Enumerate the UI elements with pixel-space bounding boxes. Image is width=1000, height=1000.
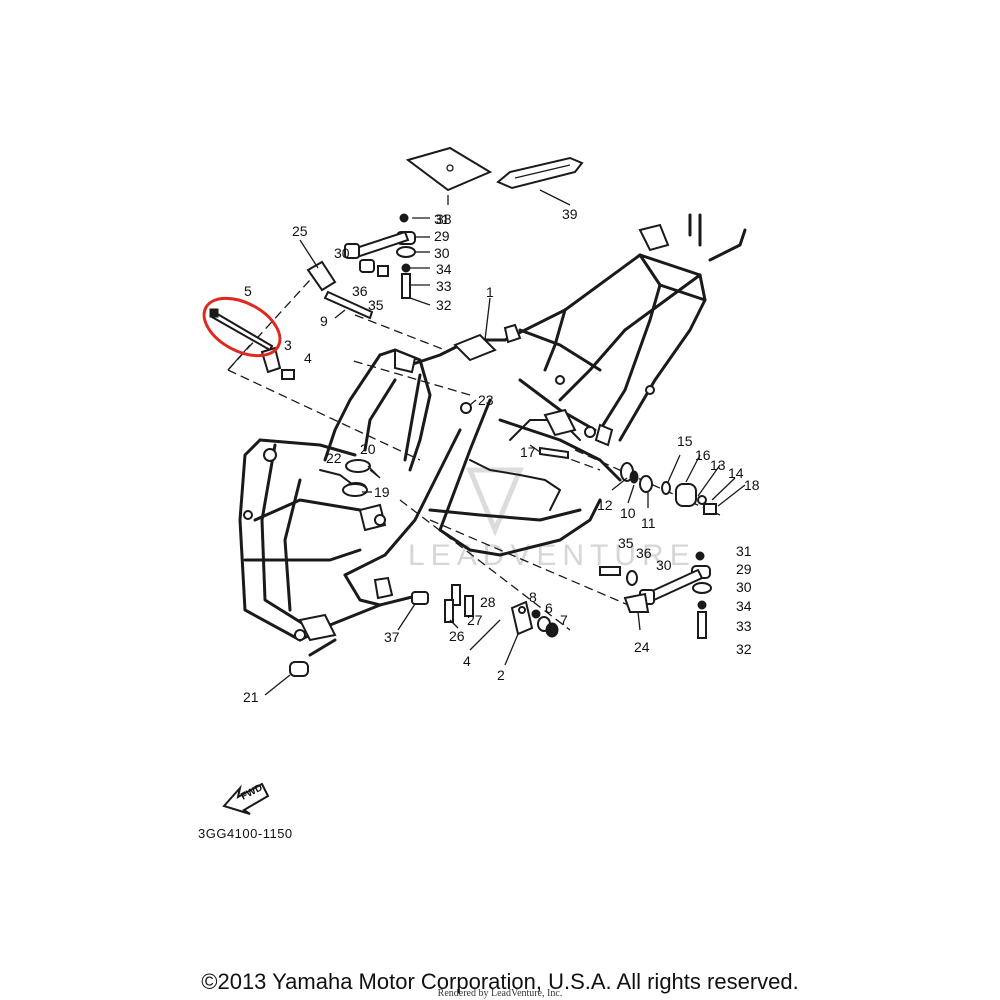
- copyright-notice: ©2013 Yamaha Motor Corporation, U.S.A. A…: [201, 969, 799, 994]
- callout-30-top: 30: [434, 245, 450, 261]
- part-21-cap: [289, 661, 309, 677]
- fwd-arrow: FWD: [222, 782, 270, 815]
- part-28-bolt: [451, 584, 461, 606]
- callout-27: 27: [467, 612, 483, 628]
- rendered-by-credit: Rendered by LeadVenture, Inc.: [437, 988, 563, 999]
- part-2-plate: [510, 600, 534, 636]
- callout-38: 38: [436, 211, 452, 227]
- part-36b-washer: [626, 570, 638, 586]
- callout-18: 18: [744, 477, 760, 493]
- callout-33-top: 33: [436, 278, 452, 294]
- part-34b-washer: [697, 600, 707, 610]
- part-26-bolt: [444, 599, 454, 623]
- callout-3: 3: [284, 337, 292, 353]
- callout-34-top: 34: [436, 261, 452, 277]
- part-38-cover: [405, 146, 493, 192]
- part-32-bolt: [401, 273, 411, 299]
- callout-20: 20: [360, 441, 376, 457]
- callout-15: 15: [677, 433, 693, 449]
- part-30b-bush: [692, 582, 712, 594]
- callout-30-lower: 30: [736, 579, 752, 595]
- part-11-nut: [639, 475, 653, 493]
- part-13-bush: [675, 483, 697, 507]
- parts: [209, 146, 717, 677]
- callout-36-top: 36: [352, 283, 368, 299]
- callout-22: 22: [326, 450, 342, 466]
- callout-10: 10: [620, 505, 636, 521]
- callout-16: 16: [695, 447, 711, 463]
- part-19-damper: [342, 483, 368, 497]
- part-15-ring: [661, 481, 671, 495]
- part-7-nut: [545, 622, 559, 638]
- leader-lines: [227, 279, 721, 631]
- callout-32-top: 32: [436, 297, 452, 313]
- part-32b-bolt: [697, 611, 707, 639]
- highlight-circle: [202, 296, 282, 358]
- callout-31-lower: 31: [736, 543, 752, 559]
- part-9-bolt: [323, 290, 374, 320]
- callout-2: 2: [497, 667, 505, 683]
- callout-36-lower: 36: [636, 545, 652, 561]
- callout-9: 9: [320, 313, 328, 329]
- callout-5: 5: [244, 283, 252, 299]
- callout-12: 12: [597, 497, 613, 513]
- callout-39: 39: [562, 206, 578, 222]
- diagram-part-code: 3GG4100-1150: [198, 826, 293, 841]
- callouts: 1 2 3 4 4 5 6 7 8 9 10 11 12 13 14 15 16…: [243, 206, 760, 705]
- watermark-text: LEADVENTURE: [408, 539, 696, 572]
- watermark: LEADVENTURE: [408, 467, 696, 572]
- callout-23: 23: [478, 392, 494, 408]
- callout-11: 11: [641, 515, 656, 531]
- callout-26: 26: [449, 628, 465, 644]
- callout-7: 7: [560, 612, 568, 628]
- part-34-washer: [401, 263, 411, 273]
- part-31b-nut: [695, 551, 705, 561]
- frame: [238, 213, 747, 657]
- callout-4-upper: 4: [304, 350, 312, 366]
- callout-30-lower-link: 30: [656, 557, 672, 573]
- part-5-bolt: [210, 310, 274, 352]
- part-27-bolt: [464, 595, 474, 617]
- callout-17: 17: [520, 444, 536, 460]
- callout-6: 6: [545, 600, 553, 616]
- part-17-bolt: [539, 446, 569, 460]
- callout-29-top: 29: [434, 228, 450, 244]
- part-24-bracket: [623, 592, 650, 613]
- callout-35-lower: 35: [618, 535, 634, 551]
- callout-34-lower: 34: [736, 598, 752, 614]
- callout-13: 13: [710, 457, 726, 473]
- part-23-grommet: [460, 402, 472, 414]
- part-31-nut: [399, 213, 409, 223]
- callout-leaders: [264, 189, 746, 696]
- part-37-collar: [411, 591, 429, 605]
- callout-21: 21: [243, 689, 259, 705]
- callout-4-lower: 4: [463, 653, 471, 669]
- part-10-nut: [629, 470, 639, 484]
- callout-19: 19: [374, 484, 390, 500]
- part-35b-bolt: [599, 566, 621, 576]
- part-18-bolt: [703, 503, 717, 515]
- callout-37: 37: [384, 629, 400, 645]
- callout-8: 8: [529, 589, 537, 605]
- callout-31-top: 31: [434, 211, 450, 227]
- part-8-washer: [531, 609, 541, 619]
- callout-35-top: 35: [368, 297, 384, 313]
- callout-1: 1: [486, 284, 494, 300]
- callout-14: 14: [728, 465, 744, 481]
- part-25-bracket: [306, 260, 337, 292]
- callout-30-link: 30: [334, 245, 350, 261]
- callout-29-lower: 29: [736, 561, 752, 577]
- callout-25: 25: [292, 223, 308, 239]
- part-14-washer: [697, 495, 707, 505]
- callout-28: 28: [480, 594, 496, 610]
- part-4-bolt: [281, 369, 295, 380]
- callout-32-lower: 32: [736, 641, 752, 657]
- callout-24: 24: [634, 639, 650, 655]
- part-30-bush: [396, 246, 416, 258]
- part-39-strap: [496, 156, 584, 190]
- part-22-damper: [345, 459, 371, 473]
- callout-33-lower: 33: [736, 618, 752, 634]
